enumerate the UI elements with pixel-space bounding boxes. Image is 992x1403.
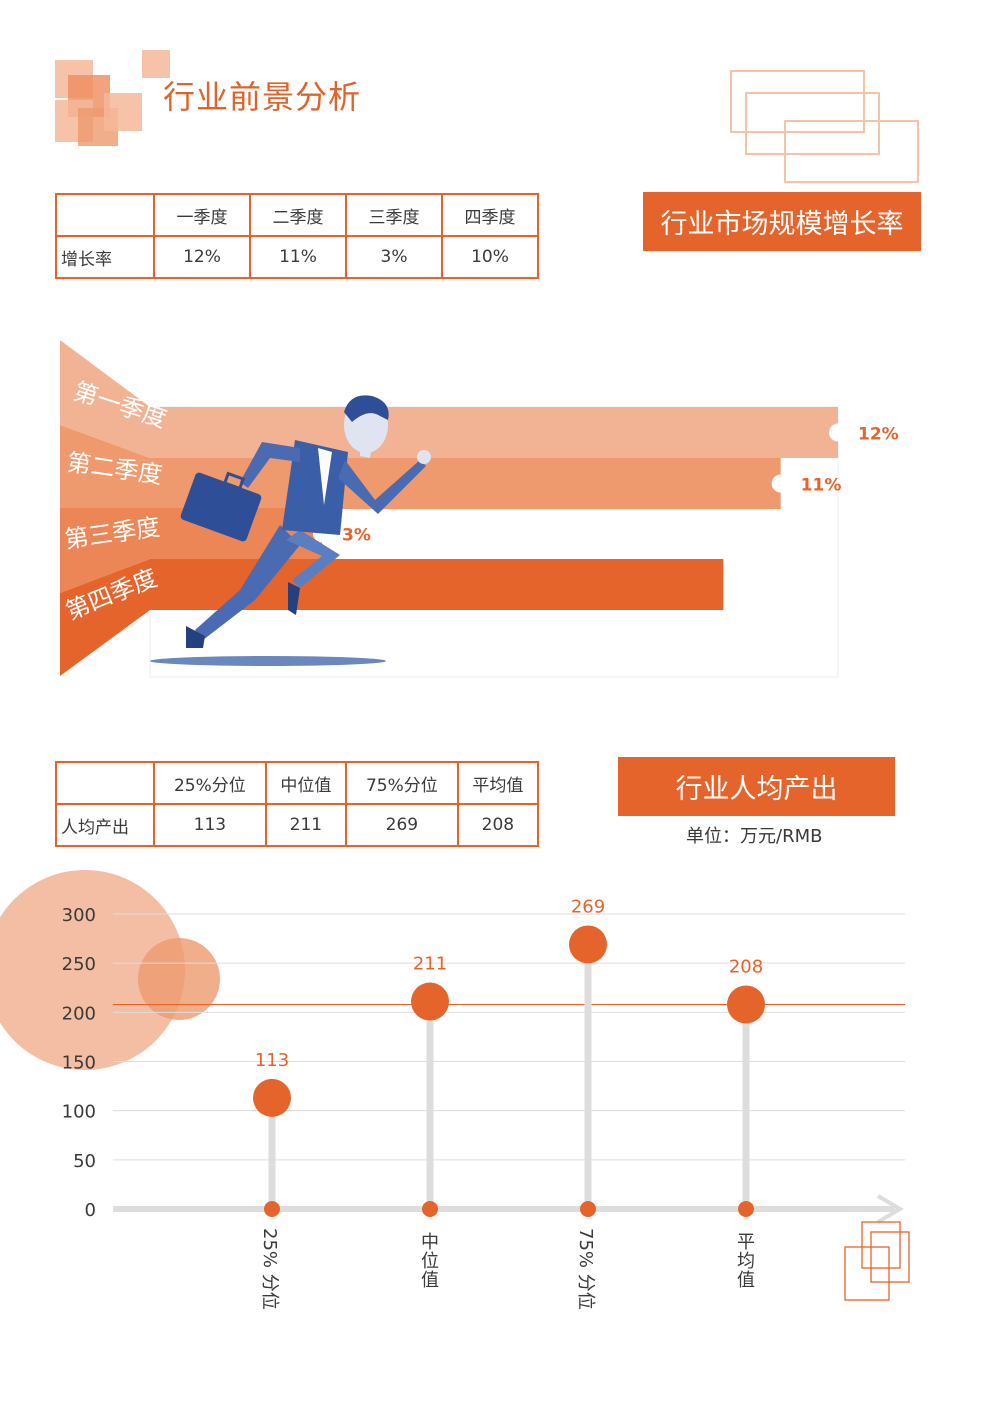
funnel-segment	[60, 508, 150, 593]
table-cell: 12%	[153, 235, 251, 279]
table-cell: 208	[456, 803, 540, 847]
unit-label: 单位：万元/RMB	[686, 826, 823, 847]
bar-value-label: 10%	[540, 577, 581, 597]
table-header-cell: 中位值	[264, 761, 347, 805]
decor-circle	[0, 870, 185, 1070]
funnel-segment	[60, 559, 150, 676]
data-label: 113	[255, 1050, 289, 1071]
y-tick-label: 0	[85, 1200, 96, 1221]
bar-value-label: 12%	[858, 425, 899, 445]
table-cell: 113	[153, 803, 267, 847]
decor-frame	[784, 120, 919, 183]
table-header-cell: 三季度	[345, 193, 443, 237]
decor-frame	[870, 1231, 910, 1283]
table-header-cell: 四季度	[441, 193, 539, 237]
data-point	[253, 1078, 291, 1117]
table-header-cell	[55, 761, 155, 805]
data-point	[727, 985, 765, 1024]
x-tick-label: 25% 分位	[259, 1228, 280, 1310]
table-header-cell: 一季度	[153, 193, 251, 237]
bar-value-label: 11%	[801, 476, 842, 496]
decor-square	[142, 50, 170, 78]
funnel-segment	[60, 425, 150, 508]
x-tick-label: 平均值	[737, 1232, 755, 1291]
table-header-cell	[55, 193, 155, 237]
data-point	[569, 925, 607, 964]
x-tick-label: 中位值	[421, 1232, 439, 1291]
table-header-cell: 二季度	[249, 193, 347, 237]
y-tick-label: 200	[62, 1003, 96, 1024]
growth-table: 一季度 二季度 三季度 四季度 增长率 12% 11% 3% 10%	[55, 193, 539, 279]
table-cell: 211	[264, 803, 347, 847]
output-heading: 行业人均产出	[618, 757, 895, 816]
page-title: 行业前景分析	[163, 78, 362, 116]
axis-dot	[580, 1201, 596, 1217]
table-cell: 269	[344, 803, 459, 847]
table-cell: 10%	[441, 235, 539, 279]
table-cell: 3%	[345, 235, 443, 279]
axis-dot	[264, 1201, 280, 1217]
axis-dot	[422, 1201, 438, 1217]
decor-frame	[730, 70, 865, 133]
decor-circle	[138, 938, 220, 1020]
table-cell: 11%	[249, 235, 347, 279]
y-tick-label: 150	[62, 1053, 96, 1074]
bar-end-notch	[771, 474, 790, 493]
decor-frame	[844, 1246, 890, 1301]
bar-end-notch	[829, 423, 847, 442]
output-table: 25%分位 中位值 75%分位 平均值 人均产出 113 211 269 208	[55, 761, 540, 847]
y-tick-label: 100	[62, 1102, 96, 1123]
decor-frame	[861, 1221, 901, 1269]
axis-arrow	[876, 1194, 904, 1224]
table-header-cell: 25%分位	[153, 761, 267, 805]
bar-value-label: 3%	[342, 526, 371, 546]
table-header-cell: 75%分位	[344, 761, 459, 805]
data-label: 269	[571, 896, 605, 917]
decor-square	[104, 93, 142, 131]
data-label: 211	[413, 954, 447, 975]
growth-bar	[150, 407, 838, 458]
axis-dot	[738, 1201, 754, 1217]
y-tick-label: 300	[62, 905, 96, 926]
runner-illustration	[150, 395, 431, 666]
table-header-cell: 平均值	[456, 761, 540, 805]
growth-heading: 行业市场规模增长率	[643, 192, 921, 251]
y-tick-label: 250	[62, 954, 96, 975]
x-tick-label: 75% 分位	[575, 1228, 596, 1310]
data-point	[411, 982, 449, 1021]
table-row-label: 人均产出	[55, 803, 155, 847]
table-row-label: 增长率	[55, 235, 155, 279]
data-label: 208	[729, 956, 763, 977]
output-chart: 0 50 100 150 200 250 300 113 25% 分位 211 中位值 269 75%…	[0, 870, 910, 1310]
funnel-segment	[60, 340, 150, 458]
decor-frame	[745, 92, 880, 155]
y-tick-label: 50	[73, 1151, 96, 1172]
